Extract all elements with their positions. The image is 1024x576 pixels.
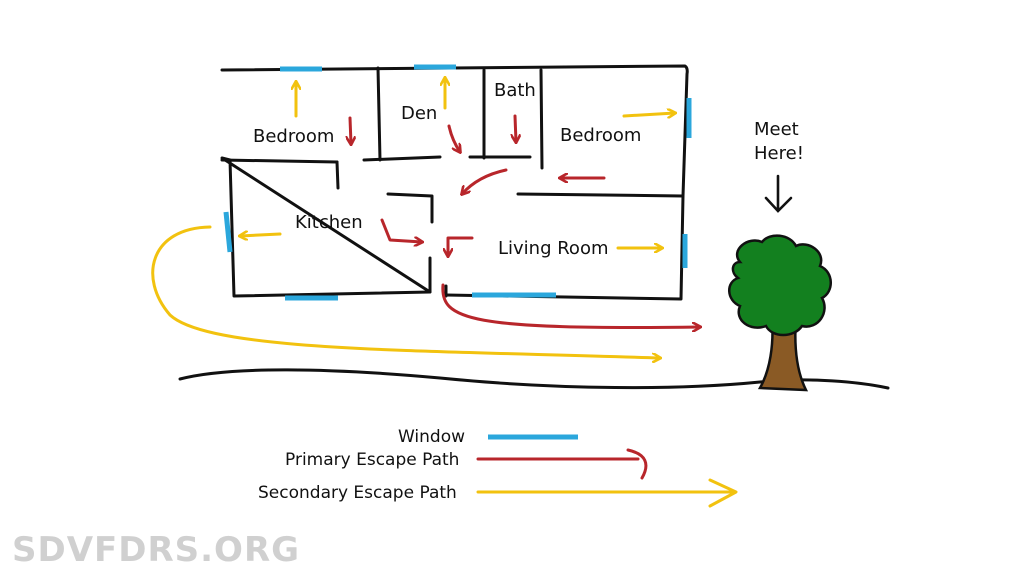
wall-kitchen-right — [386, 192, 434, 224]
tree-foliage — [728, 234, 832, 337]
secondary-arrow-outside — [151, 225, 660, 358]
primary-arrow-kitchen — [380, 218, 422, 242]
secondary-escape-paths — [151, 78, 675, 358]
meet-point: Meet Here! — [754, 119, 804, 213]
room-labels: Bedroom Den Bath Bedroom Kitchen Living … — [253, 80, 641, 259]
wall-bedroom-den — [376, 66, 382, 162]
ground-line — [178, 368, 890, 390]
secondary-arrow-bedroom-right — [622, 113, 675, 116]
primary-arrow-outside — [441, 283, 700, 328]
down-arrow-icon — [764, 174, 793, 213]
primary-arrow-bath — [515, 114, 516, 142]
wall-upper-divider — [220, 155, 532, 164]
primary-arrow-den — [447, 124, 460, 152]
legend-secondary-swatch — [476, 478, 738, 508]
window-kitchen-side — [223, 211, 233, 253]
wall-bedroom-right-bottom — [516, 192, 685, 198]
legend-secondary-label: Secondary Escape Path — [258, 483, 457, 503]
room-label-kitchen: Kitchen — [295, 212, 363, 233]
room-label-den: Den — [401, 103, 437, 124]
legend-primary-label: Primary Escape Path — [285, 450, 459, 470]
primary-escape-paths — [350, 114, 700, 328]
secondary-arrow-kitchen — [240, 234, 282, 236]
wall-kitchen-stub — [335, 160, 340, 190]
room-label-bedroom-left: Bedroom — [253, 126, 334, 147]
legend-window-label: Window — [398, 427, 465, 447]
primary-arrow-bedroom-left — [350, 116, 351, 144]
tree-icon — [728, 234, 832, 392]
legend: Window Primary Escape Path Secondary Esc… — [258, 427, 738, 508]
wall-bath-bedroom — [539, 68, 544, 170]
outer-wall — [220, 64, 689, 301]
primary-arrow-hall — [462, 168, 508, 194]
brand-watermark: SDVFDRS.ORG — [12, 530, 301, 570]
primary-arrow-living-room — [448, 236, 474, 256]
meet-point-line1: Meet — [754, 119, 799, 140]
windows — [223, 64, 692, 301]
legend-primary-swatch — [476, 448, 648, 480]
meet-point-line2: Here! — [754, 143, 804, 164]
room-label-living-room: Living Room — [498, 238, 609, 259]
tree-trunk — [757, 316, 809, 392]
room-label-bedroom-right: Bedroom — [560, 125, 641, 146]
floor-plan — [220, 64, 689, 301]
room-label-bath: Bath — [494, 80, 536, 101]
